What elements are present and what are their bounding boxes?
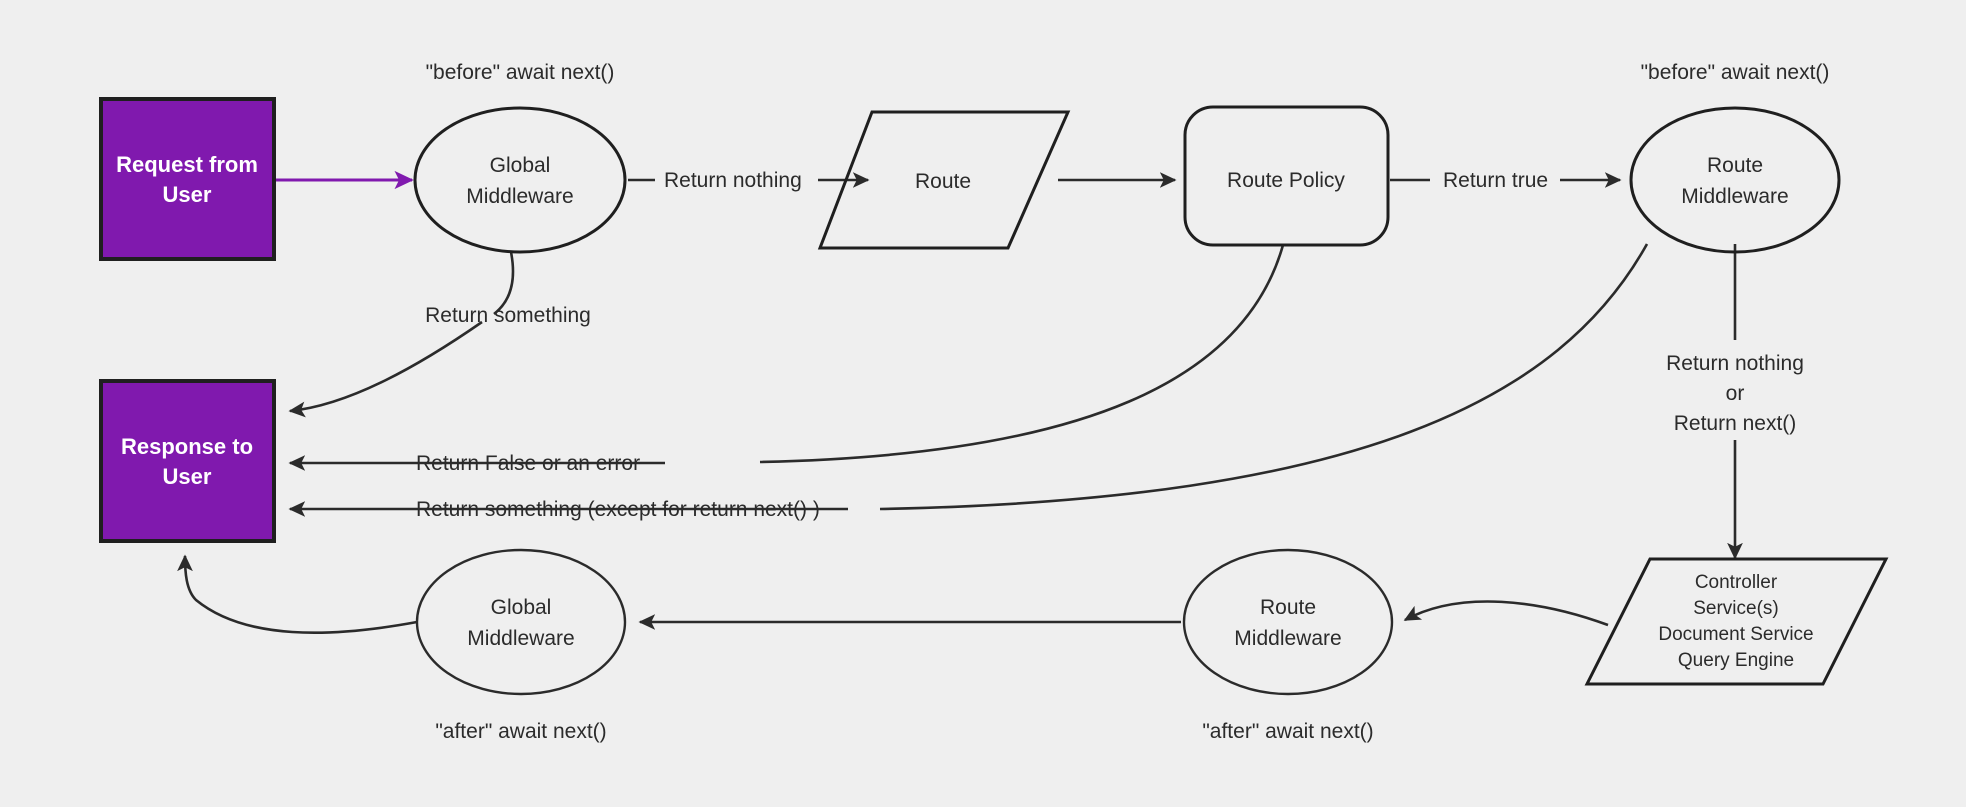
annotation-after-await-next-left: "after" await next() — [435, 720, 606, 743]
route-policy-label: Route Policy — [1227, 169, 1345, 192]
controller-stack-label-line4: Query Engine — [1678, 650, 1794, 671]
controller-stack-label-line3: Document Service — [1658, 624, 1813, 645]
edge-label-return-false-or-error: Return False or an error — [416, 452, 640, 475]
edge-route-policy-to-route-middleware: Return true — [1390, 169, 1622, 192]
node-route[interactable]: Route — [817, 110, 1071, 250]
edge-route-middleware-to-controller: Return nothing or Return next() — [1666, 244, 1804, 560]
edge-global-middleware-bottom-to-response — [177, 554, 418, 634]
node-route-policy[interactable]: Route Policy — [1183, 105, 1390, 247]
global-middleware-bottom-label-line2: Middleware — [467, 627, 574, 650]
node-controller-stack[interactable]: Controller Service(s) Document Service Q… — [1584, 557, 1889, 686]
node-response-to-user[interactable]: Response to User — [99, 379, 276, 543]
node-request-from-user[interactable]: Request from User — [99, 97, 276, 261]
controller-stack-label-line1: Controller — [1695, 572, 1778, 593]
request-from-user-label-line1: Request from — [116, 152, 258, 177]
response-to-user-label-line2: User — [163, 464, 212, 489]
annotation-after-await-next-right: "after" await next() — [1202, 720, 1373, 743]
route-middleware-bottom-label-line2: Middleware — [1234, 627, 1341, 650]
route-middleware-top-label-line2: Middleware — [1681, 185, 1788, 208]
node-route-middleware-bottom[interactable]: Route Middleware — [1182, 548, 1394, 696]
request-from-user-label-line2: User — [163, 182, 212, 207]
controller-stack-label-line2: Service(s) — [1693, 598, 1779, 619]
route-middleware-top-label-line1: Route — [1707, 154, 1763, 177]
edge-label-return-true: Return true — [1443, 169, 1548, 192]
node-route-middleware-top[interactable]: Route Middleware — [1629, 106, 1841, 254]
global-middleware-top-label-line1: Global — [490, 154, 551, 177]
edge-label-return-something-except-next: Return something (except for return next… — [416, 498, 820, 521]
edge-controller-to-route-middleware-bottom — [1403, 600, 1609, 627]
annotation-before-await-next-left: "before" await next() — [426, 61, 615, 84]
edge-label-return-nothing: Return nothing — [664, 169, 802, 192]
global-middleware-bottom-label-line1: Global — [491, 596, 552, 619]
edge-route-middleware-to-response: Return something (except for return next… — [288, 243, 1649, 521]
edge-label-return-nothing-or-next-line3: Return next() — [1674, 412, 1797, 435]
response-to-user-label-line1: Response to — [121, 434, 253, 459]
edge-label-return-nothing-or-next-line1: Return nothing — [1666, 352, 1804, 375]
global-middleware-top-label-line2: Middleware — [466, 185, 573, 208]
edge-global-middleware-to-response: Return something — [288, 251, 591, 418]
node-global-middleware-top[interactable]: Global Middleware — [413, 106, 627, 254]
node-global-middleware-bottom[interactable]: Global Middleware — [415, 548, 627, 696]
annotation-before-await-next-right: "before" await next() — [1641, 61, 1830, 84]
route-label: Route — [915, 170, 971, 193]
edge-label-return-nothing-or-next-line2: or — [1726, 382, 1745, 405]
route-middleware-bottom-label-line1: Route — [1260, 596, 1316, 619]
edge-global-middleware-to-route: Return nothing — [628, 169, 870, 192]
edge-route-policy-to-response: Return False or an error — [288, 244, 1285, 475]
edge-label-return-something: Return something — [425, 304, 591, 327]
